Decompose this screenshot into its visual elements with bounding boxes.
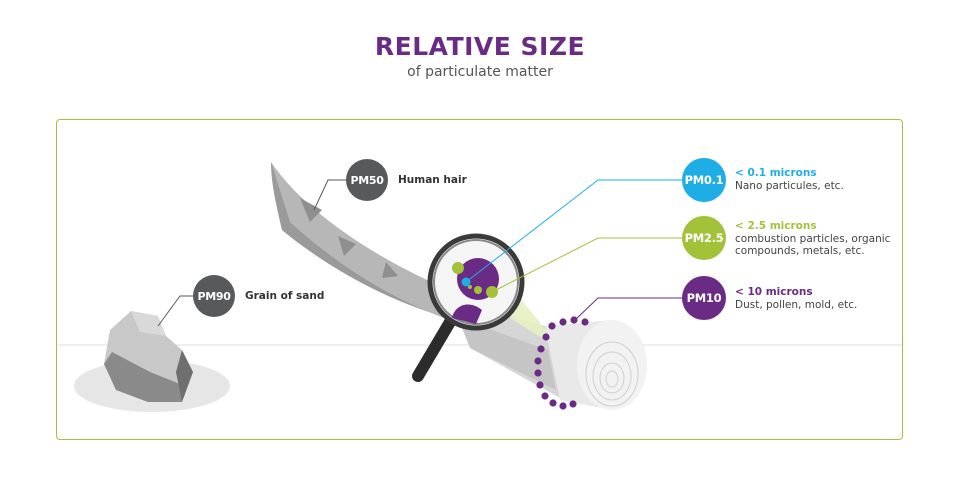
pm50-badge: PM50 — [346, 159, 388, 201]
pm10-heading: < 10 microns — [735, 286, 813, 298]
pm25-description-line1: combustion particles, organic — [735, 233, 891, 245]
pm50-label: Human hair — [398, 174, 467, 186]
page-title: RELATIVE SIZE — [374, 32, 586, 61]
pm90-label: Grain of sand — [245, 290, 325, 302]
pm10-badge-text: PM10 — [686, 291, 722, 305]
pm25-connector — [491, 237, 683, 293]
pm25-heading: < 2.5 microns — [735, 220, 817, 232]
pm25-badge-text: PM2.5 — [684, 231, 724, 245]
pm90-badge: PM90 — [193, 275, 235, 317]
pm50-badge-text: PM50 — [350, 173, 384, 187]
pm01-badge-text: PM0.1 — [684, 173, 724, 187]
pm01-badge: PM0.1 — [682, 158, 726, 202]
pm25-description-line2: compounds, metals, etc. — [735, 245, 865, 257]
pm01-heading: < 0.1 microns — [735, 167, 817, 179]
particle-dots-icon — [534, 316, 589, 410]
page-subtitle: of particulate matter — [407, 64, 553, 80]
pm01-description: Nano particules, etc. — [735, 180, 844, 192]
pm90-connector — [157, 295, 194, 327]
pm50-connector — [313, 179, 348, 211]
magnifying-glass-icon — [412, 233, 525, 382]
illustration-frame — [56, 119, 903, 440]
pm25-badge: PM2.5 — [682, 216, 726, 260]
pm01-connector — [465, 179, 683, 283]
pm10-badge: PM10 — [682, 276, 726, 320]
sand-grain-icon — [74, 311, 230, 412]
pm90-badge-text: PM90 — [197, 289, 231, 303]
pm10-description: Dust, pollen, mold, etc. — [735, 299, 858, 311]
pm10-connector — [574, 297, 683, 321]
